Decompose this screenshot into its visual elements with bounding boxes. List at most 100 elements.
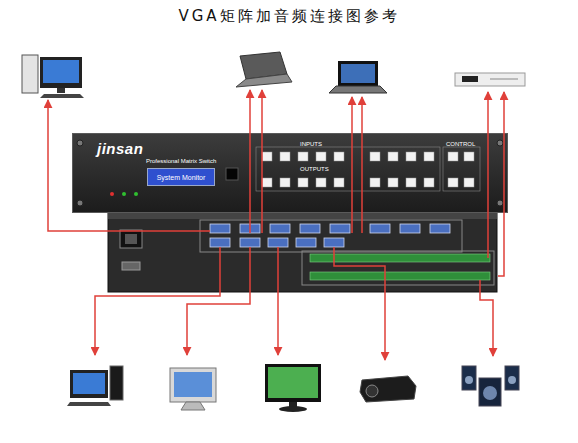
signal-wire [487, 92, 489, 258]
output-button [388, 178, 398, 187]
serial-port [122, 262, 140, 270]
pc-monitor [40, 57, 82, 88]
output-button [406, 178, 416, 187]
speaker-cone [508, 376, 516, 384]
signal-wire [277, 247, 279, 355]
control-button [448, 152, 458, 161]
vga-port [300, 224, 320, 233]
signal-wire [361, 97, 363, 233]
ir-window [226, 168, 238, 180]
signal-wire [187, 247, 250, 355]
button-frame [443, 147, 480, 191]
panel-label: CONTROL [446, 141, 475, 147]
monitor-stand [181, 402, 205, 410]
panel-caption: Professional Matrix Switch [146, 158, 216, 164]
input-button [424, 152, 434, 161]
vga-port [296, 238, 316, 247]
laptop-lid [338, 61, 378, 86]
output-button [280, 178, 290, 187]
output-button [334, 178, 344, 187]
input-button [406, 152, 416, 161]
vga-port [240, 238, 260, 247]
laptop-lid [240, 52, 287, 79]
button-frame [256, 147, 440, 191]
vga-port [324, 238, 344, 247]
signal-wire [48, 100, 210, 231]
signal-wire [480, 280, 493, 356]
lcd-text: System Monitor [157, 174, 206, 181]
vga-port [370, 224, 390, 233]
vga-port [330, 224, 350, 233]
pc-tower [22, 55, 38, 93]
input-button [298, 152, 308, 161]
monitor-stand [289, 402, 297, 407]
speaker [462, 366, 476, 390]
keyboard [67, 402, 111, 406]
input-button [334, 152, 344, 161]
output-button [370, 178, 380, 187]
flat-monitor-screen [268, 367, 318, 398]
lcd-display: System Monitor [147, 168, 215, 186]
signal-wire [351, 97, 353, 233]
vga-port [270, 224, 290, 233]
output-button [298, 178, 308, 187]
vga-port [400, 224, 420, 233]
led [122, 192, 126, 196]
pc-screen [43, 60, 79, 83]
output-button [316, 178, 326, 187]
dvd-tray [490, 78, 518, 80]
output-button [424, 178, 434, 187]
power-socket [120, 230, 142, 248]
vga-port [210, 224, 230, 233]
control-button [464, 178, 474, 187]
subwoofer [479, 378, 501, 406]
pc-stand [57, 88, 65, 93]
led [110, 192, 114, 196]
rack-ear-hole [77, 140, 83, 146]
projector [360, 376, 416, 402]
panel-label: INPUTS [300, 141, 322, 147]
signal-wire [261, 90, 263, 233]
power-socket-inner [125, 234, 137, 244]
diagram-title: VGA矩阵加音频连接图参考 [0, 7, 578, 26]
matrix-front-panel: jinsanSystem Monitor [72, 133, 508, 213]
vga-port [240, 224, 260, 233]
led [134, 192, 138, 196]
signal-wire [334, 247, 385, 360]
subwoofer-cone [483, 386, 497, 400]
speaker [505, 366, 519, 390]
signal-wire [95, 247, 220, 355]
input-button [316, 152, 326, 161]
pc-tower [110, 366, 123, 400]
audio-frame [302, 251, 494, 285]
input-button [262, 152, 272, 161]
control-button [448, 178, 458, 187]
monitor-screen [73, 373, 105, 394]
vga-frame [200, 220, 462, 252]
monitor-screen [174, 372, 212, 397]
monitor-base [279, 406, 307, 412]
dvd-player [455, 73, 525, 86]
audio-terminal [310, 272, 490, 280]
vga-port [210, 238, 230, 247]
vga-port [430, 224, 450, 233]
input-button [280, 152, 290, 161]
laptop-base [236, 74, 292, 87]
rack-ear-hole [77, 200, 83, 206]
speaker-cone [465, 376, 473, 384]
input-button [370, 152, 380, 161]
rear-panel [108, 213, 497, 292]
audio-terminal [310, 254, 490, 262]
pc-keyboard [40, 94, 84, 98]
control-button [464, 152, 474, 161]
signal-wire [498, 92, 504, 276]
flat-monitor [265, 364, 321, 402]
output-button [262, 178, 272, 187]
monitor [170, 368, 216, 402]
input-button [388, 152, 398, 161]
brand-logo: jinsan [97, 140, 143, 157]
panel-label: OUTPUTS [300, 166, 329, 172]
